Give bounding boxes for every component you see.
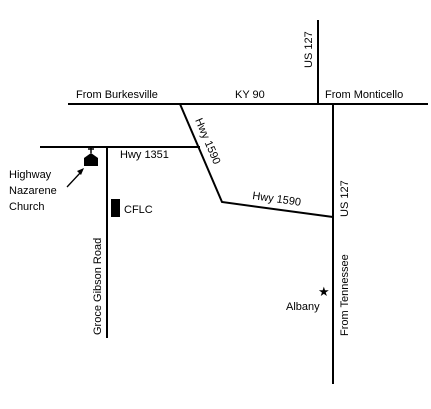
us127-right-label: US 127 bbox=[339, 180, 351, 217]
from-tennessee-label: From Tennessee bbox=[339, 254, 351, 336]
from-burkesville-label: From Burkesville bbox=[76, 89, 158, 101]
from-monticello-label: From Monticello bbox=[325, 89, 403, 101]
church-label-line2: Nazarene bbox=[9, 185, 57, 197]
church-icon bbox=[84, 146, 98, 166]
cflc-label: CFLC bbox=[124, 204, 153, 216]
arrow-icon bbox=[66, 168, 84, 188]
us127-top-label: US 127 bbox=[303, 31, 315, 68]
cflc-marker bbox=[111, 199, 120, 217]
albany-label: Albany bbox=[286, 301, 320, 313]
church-label-line1: Highway bbox=[9, 169, 52, 181]
hwy1590-lower-label: Hwy 1590 bbox=[252, 190, 302, 209]
hwy1590-road bbox=[179, 103, 334, 218]
ky90-label: KY 90 bbox=[235, 89, 265, 101]
star-icon: ★ bbox=[318, 285, 330, 300]
church-label-line3: Church bbox=[9, 201, 44, 213]
groce-gibson-label: Groce Gibson Road bbox=[92, 238, 104, 335]
hwy1351-label: Hwy 1351 bbox=[120, 149, 169, 161]
